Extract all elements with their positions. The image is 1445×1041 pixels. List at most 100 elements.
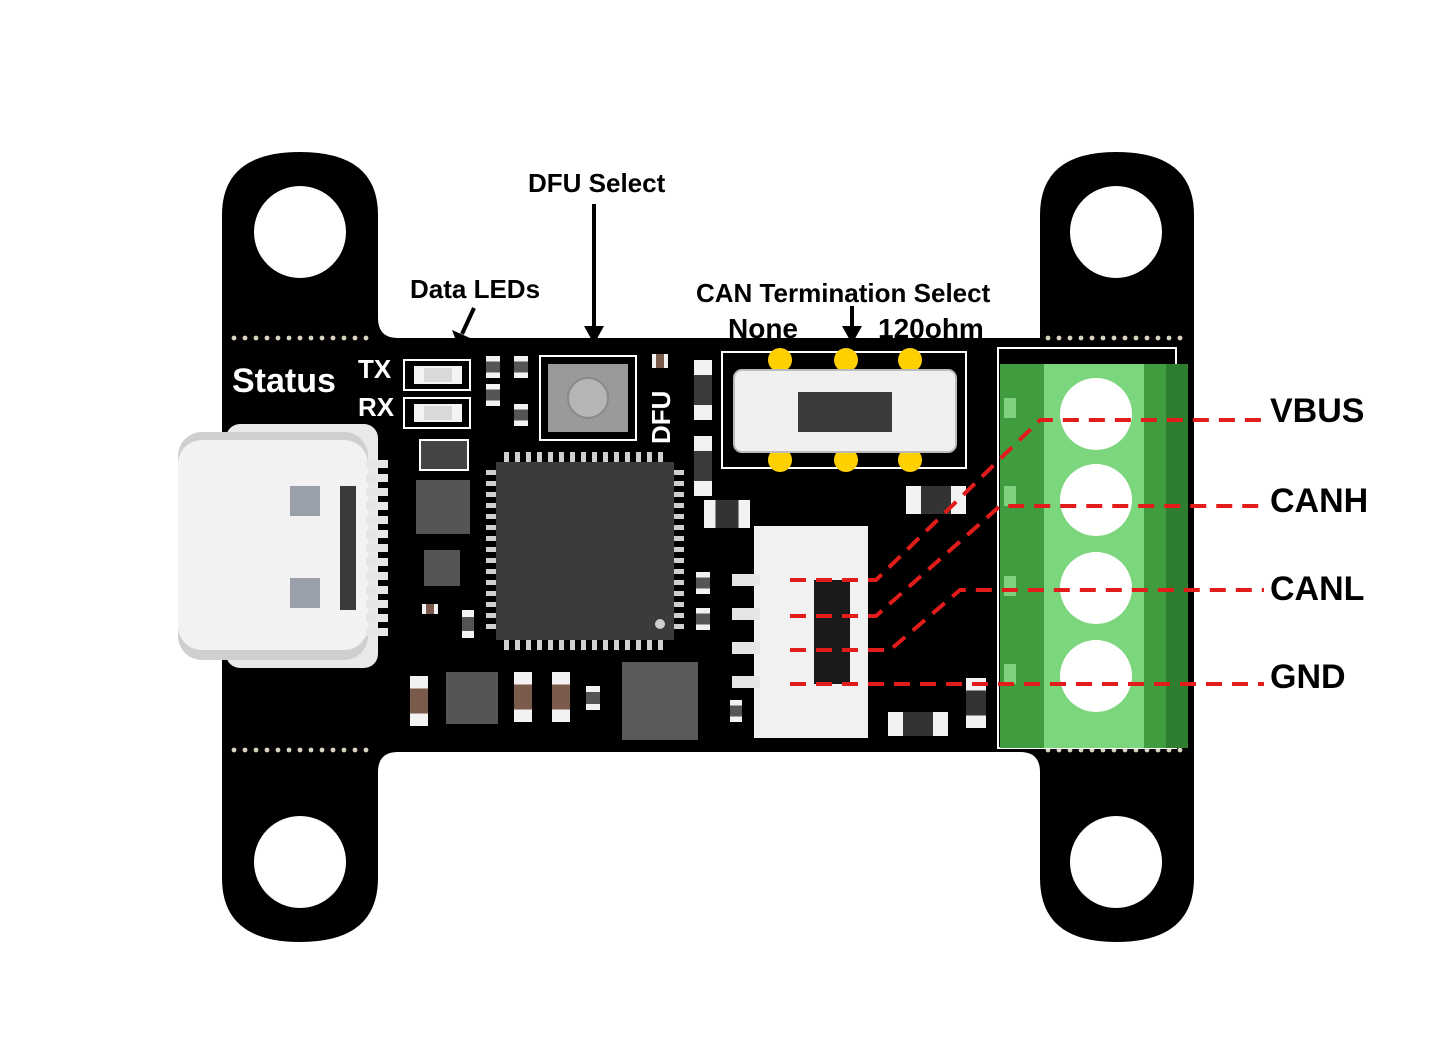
data-leds-label: Data LEDs [410,274,540,304]
mcu-pin [592,452,597,464]
smd-component [696,608,710,630]
mcu-pin [504,638,509,650]
smd-component [694,436,712,496]
smd-component [514,672,532,722]
mcu-pin [526,452,531,464]
via-dot [242,747,248,753]
mcu-pin [647,638,652,650]
usb-c-connector-icon [178,424,388,668]
via-dot [264,335,270,341]
screw-terminal-icon [997,347,1188,749]
via-dot [242,335,248,341]
mcu-pin [636,638,641,650]
rx-silkscreen-label: RX [358,392,395,422]
mcu-pin [672,470,684,475]
mcu-pin [672,481,684,486]
via-dot [363,747,369,753]
mcu-pin [486,481,498,486]
data-led-tx [403,359,471,391]
smd-component [422,604,438,614]
mcu-pin [486,580,498,585]
mcu-pin [486,470,498,475]
mcu-pin [486,536,498,541]
via-dot [319,335,325,341]
pcb-board [222,152,1194,942]
mcu-pin [672,514,684,519]
mcu-pin [603,638,608,650]
ic [416,480,470,534]
termination-switch[interactable] [721,348,967,472]
smd-component [486,356,500,378]
via-dot [231,747,237,753]
mcu-pin [504,452,509,464]
via-dot [297,747,303,753]
trace-vbus [790,418,1264,582]
via-dot [1177,747,1183,753]
via-dot [297,335,303,341]
smd-component [586,686,600,710]
status-silkscreen-label: Status [232,362,336,400]
via-dot [1122,335,1128,341]
ic [622,662,698,740]
smd-component [410,676,428,726]
smd-component [966,678,986,728]
via-dot [308,335,314,341]
via-dot [253,335,259,341]
via-dot [253,747,259,753]
smd-component [696,572,710,594]
via-dot [1045,335,1051,341]
mcu-pin [486,492,498,497]
via-dot [363,335,369,341]
mcu-pin [486,514,498,519]
via-dot [1144,335,1150,341]
mcu-pin [672,525,684,530]
mcu-pin [672,569,684,574]
mcu-pin [515,452,520,464]
mcu-pin [625,452,630,464]
data-led-rx [403,397,471,429]
via-dot [319,747,325,753]
via-dot [1056,335,1062,341]
smd-component [514,404,528,426]
smd-component [462,610,474,638]
mcu-pin [486,591,498,596]
via-dot [1155,335,1161,341]
jst-connector-icon [732,526,868,738]
mcu-pin [672,613,684,618]
smd-component [486,384,500,406]
mcu-pin [486,569,498,574]
mcu-pin [672,624,684,629]
via-dot [275,747,281,753]
arrow-down-icon [452,307,476,346]
smd-component [906,486,966,514]
via-dot [330,747,336,753]
via-dot [275,335,281,341]
via-dot [1111,335,1117,341]
wire-traces [790,418,1264,686]
mounting-hole-icon [1070,816,1162,908]
via-dot [330,335,336,341]
via-dot [1100,335,1106,341]
via-dot [1177,335,1183,341]
arrow-down-icon [584,204,604,344]
mcu-pin [625,638,630,650]
ic [446,672,498,724]
mcu-pin [515,638,520,650]
mcu-pin [559,638,564,650]
trace-canh [790,504,1264,618]
mounting-hole-icon [254,186,346,278]
mcu-pin [486,613,498,618]
pin-label-canh: CANH [1270,482,1368,520]
smd-component [730,700,742,722]
pin-label-vbus: VBUS [1270,392,1364,430]
dfu-button[interactable] [539,355,637,441]
dfu-silkscreen-label: DFU [646,391,676,444]
mcu-pin [486,602,498,607]
mcu-pin [486,558,498,563]
via-dot [308,747,314,753]
via-dot [231,335,237,341]
mcu-pin [548,452,553,464]
mcu-pin [486,525,498,530]
mcu-pin [486,547,498,552]
